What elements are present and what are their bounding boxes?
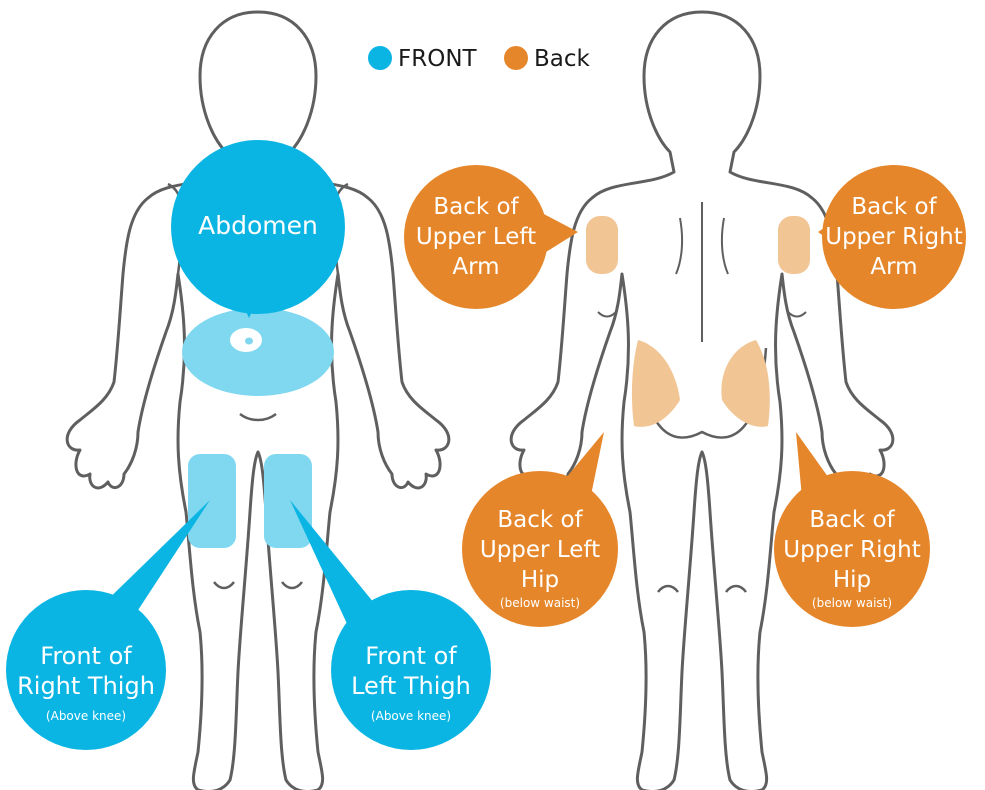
upper-left-arm-label-line3: Arm xyxy=(452,254,499,280)
upper-right-arm-label-line2: Upper Right xyxy=(825,224,963,250)
upper-left-arm-zone xyxy=(586,216,618,274)
abdomen-zone xyxy=(182,308,334,396)
legend-front-swatch xyxy=(368,46,392,70)
upper-left-arm-label-line1: Back of xyxy=(433,194,519,220)
legend-back-swatch xyxy=(504,46,528,70)
right-thigh-zone xyxy=(188,454,236,548)
left-thigh-label-line1: Front of xyxy=(365,642,457,670)
upper-right-hip-label-line2: Upper Right xyxy=(783,537,921,563)
upper-right-hip-label-line3: Hip xyxy=(833,567,871,593)
left-thigh-note: (Above knee) xyxy=(371,709,451,723)
left-thigh-bubble xyxy=(331,590,491,750)
upper-right-hip-note: (below waist) xyxy=(812,596,892,610)
back-body-figure xyxy=(511,12,893,790)
legend: FRONT Back xyxy=(368,46,591,72)
legend-back-label: Back xyxy=(534,46,591,72)
left-thigh-label-line2: Left Thigh xyxy=(351,672,471,700)
upper-right-arm-zone xyxy=(778,216,810,274)
right-thigh-bubble xyxy=(6,590,166,750)
upper-right-arm-label-line3: Arm xyxy=(870,254,917,280)
upper-left-hip-label-line3: Hip xyxy=(521,567,559,593)
right-thigh-note: (Above knee) xyxy=(46,709,126,723)
upper-right-hip-label-line1: Back of xyxy=(809,507,895,533)
upper-right-arm-label-line1: Back of xyxy=(851,194,937,220)
upper-left-arm-label-line2: Upper Left xyxy=(416,224,536,250)
right-thigh-label-line1: Front of xyxy=(40,642,132,670)
right-thigh-label-line2: Right Thigh xyxy=(17,672,155,700)
abdomen-label: Abdomen xyxy=(198,211,318,240)
legend-front-label: FRONT xyxy=(398,46,478,72)
upper-left-hip-label-line1: Back of xyxy=(497,507,583,533)
left-thigh-zone xyxy=(264,454,312,548)
navel-dot xyxy=(245,338,253,345)
upper-left-hip-note: (below waist) xyxy=(500,596,580,610)
upper-left-hip-label-line2: Upper Left xyxy=(480,537,600,563)
